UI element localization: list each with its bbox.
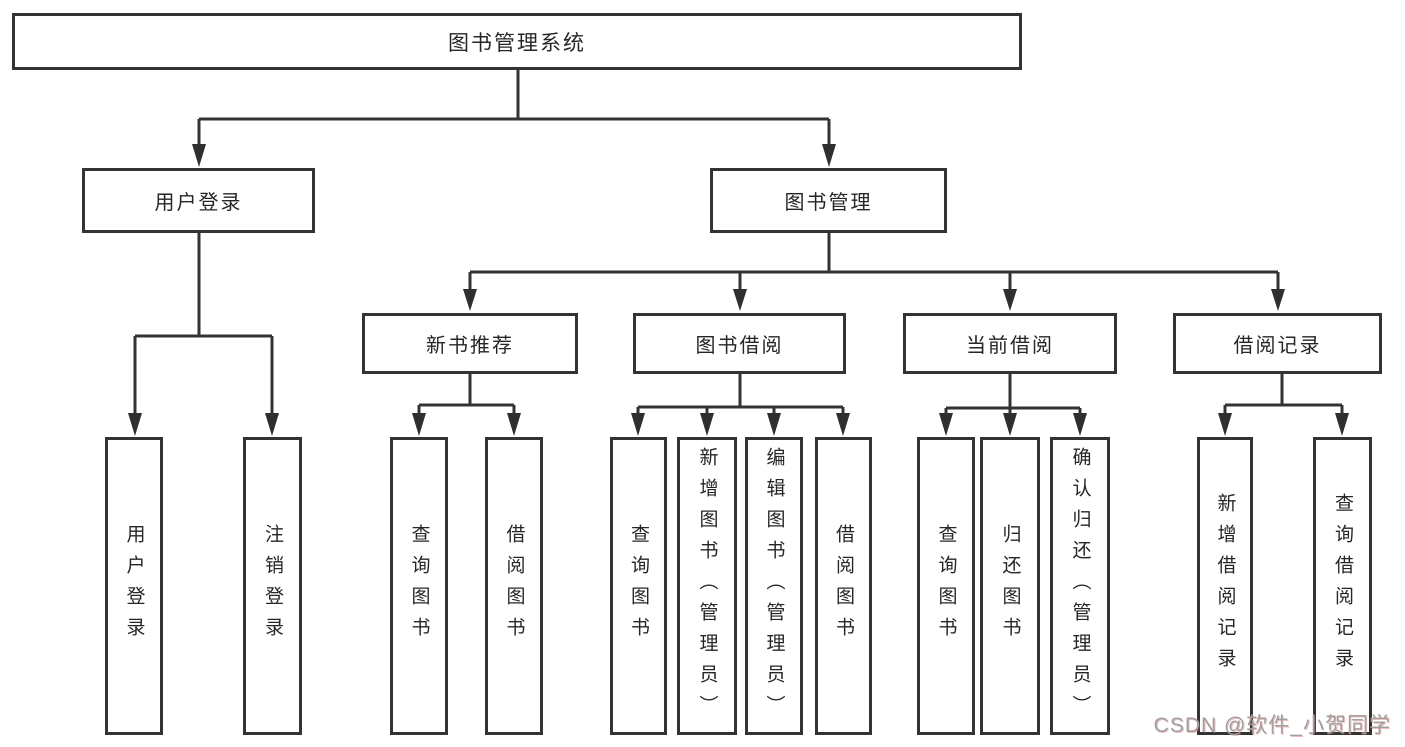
leaf-label: 确认归还（管理员）: [1069, 446, 1091, 726]
arrowhead: [939, 413, 953, 436]
leaf-label: 用户登录: [123, 524, 145, 648]
leaf-logout: 注销登录: [243, 437, 302, 735]
arrowhead: [733, 289, 747, 311]
arrowhead: [463, 289, 477, 311]
arrowhead: [1003, 289, 1017, 311]
leaf-label: 借阅图书: [833, 524, 854, 648]
arrowhead: [1073, 413, 1087, 436]
arrowhead: [1335, 413, 1349, 436]
arrowhead: [507, 413, 521, 436]
leaf-edit-books-admin: 编辑图书（管理员）: [745, 437, 803, 735]
arrowhead: [1003, 413, 1017, 436]
node-borrow-records: 借阅记录: [1173, 313, 1382, 374]
leaf-user-login: 用户登录: [105, 437, 163, 735]
edge-book-borrow-children: [636, 374, 845, 414]
leaf-add-borrow-record: 新增借阅记录: [1197, 437, 1253, 735]
node-root-library-system: 图书管理系统: [12, 13, 1022, 70]
leaf-label: 新增借阅记录: [1214, 493, 1236, 679]
leaf-label: 注销登录: [262, 524, 283, 648]
arrowhead: [767, 413, 781, 436]
leaf-label: 查询图书: [628, 524, 649, 648]
arrowhead: [836, 413, 850, 436]
arrowhead: [412, 413, 426, 436]
leaf-label: 新增图书（管理员）: [696, 446, 718, 726]
leaf-query-books-recommend: 查询图书: [390, 437, 448, 735]
leaf-add-books-admin: 新增图书（管理员）: [677, 437, 737, 735]
edge-borrow-records-children: [1223, 374, 1344, 414]
arrowhead: [192, 144, 206, 167]
arrowhead: [265, 413, 279, 436]
leaf-query-borrow-record: 查询借阅记录: [1313, 437, 1372, 735]
leaf-label: 归还图书: [999, 524, 1021, 648]
arrowhead: [1271, 289, 1285, 311]
edge-new-books-children: [417, 374, 516, 414]
leaf-confirm-return-admin: 确认归还（管理员）: [1050, 437, 1110, 735]
leaf-return-books: 归还图书: [980, 437, 1040, 735]
leaf-label: 查询图书: [408, 524, 430, 648]
leaf-label: 查询图书: [935, 524, 957, 648]
leaf-query-books-borrow: 查询图书: [610, 437, 667, 735]
node-book-borrow: 图书借阅: [633, 313, 846, 374]
node-current-borrow: 当前借阅: [903, 313, 1117, 374]
node-new-book-recommend: 新书推荐: [362, 313, 578, 374]
arrowhead: [128, 413, 142, 436]
edge-user-login-children: [133, 233, 274, 414]
arrowhead: [631, 413, 645, 436]
leaf-query-books-current: 查询图书: [917, 437, 975, 735]
leaf-label: 查询借阅记录: [1332, 493, 1353, 679]
leaf-borrow-books: 借阅图书: [815, 437, 872, 735]
node-book-management: 图书管理: [710, 168, 947, 233]
arrowhead: [700, 413, 714, 436]
edge-root-to-level1: [197, 70, 831, 145]
arrowhead: [1218, 413, 1232, 436]
edge-current-borrow-children: [944, 374, 1082, 414]
arrowheads: [128, 144, 1349, 436]
node-user-login: 用户登录: [82, 168, 315, 233]
leaf-label: 编辑图书（管理员）: [763, 446, 785, 726]
arrowhead: [822, 144, 836, 167]
leaf-borrow-books-recommend: 借阅图书: [485, 437, 543, 735]
leaf-label: 借阅图书: [503, 524, 525, 648]
edge-book-mgmt-children: [468, 233, 1280, 290]
